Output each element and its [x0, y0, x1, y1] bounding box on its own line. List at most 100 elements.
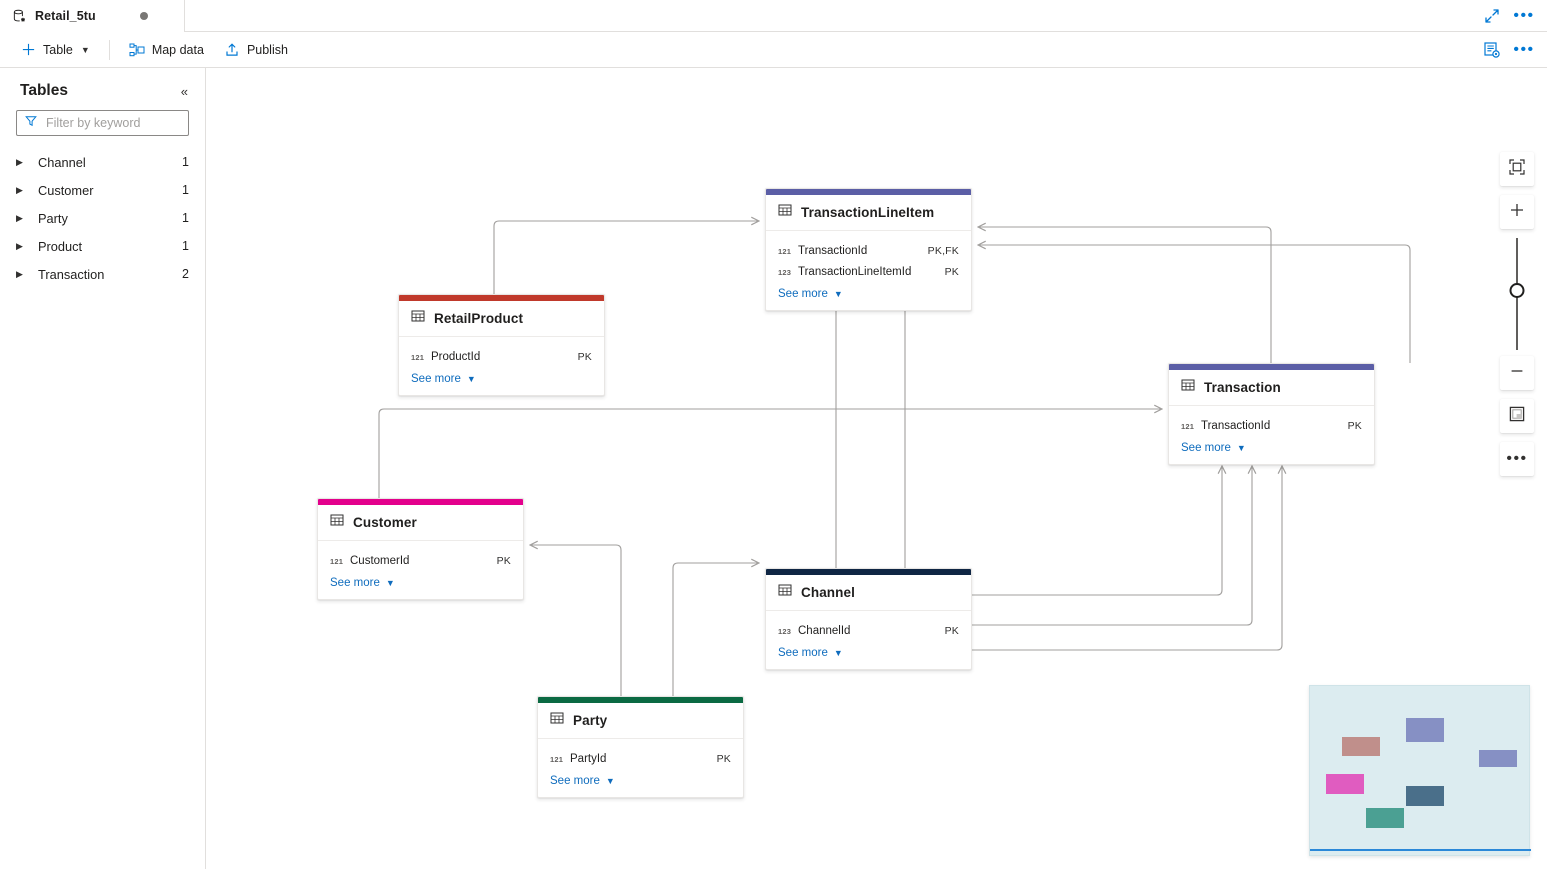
unsaved-indicator-icon	[139, 12, 148, 20]
add-table-button[interactable]: Table ▼	[12, 36, 99, 64]
edge-transaction-tli-2	[978, 245, 1411, 363]
sidebar-item-label: Transaction	[38, 266, 105, 282]
expand-diagonal-icon[interactable]	[1477, 2, 1507, 30]
sidebar-item-count: 1	[182, 155, 189, 169]
chevron-right-icon[interactable]: ▶	[16, 184, 23, 195]
field-key-badge: PK	[944, 624, 959, 637]
map-data-icon	[129, 42, 145, 58]
zoom-slider-thumb[interactable]	[1509, 283, 1525, 298]
plus-icon	[21, 42, 36, 57]
card-title: Transaction	[1204, 380, 1281, 395]
filter-box[interactable]	[16, 110, 189, 136]
card-header[interactable]: Customer	[318, 505, 523, 541]
publish-button[interactable]: Publish	[215, 36, 297, 64]
field-type-icon: 121	[1181, 422, 1195, 431]
zoom-in-button[interactable]	[1500, 195, 1534, 229]
minus-icon	[1508, 362, 1526, 385]
minimap-rect-retailproduct	[1342, 737, 1380, 756]
minimap-viewport[interactable]	[1310, 849, 1531, 851]
chevron-down-icon: ▼	[605, 776, 615, 786]
edge-transaction-tli-1	[978, 227, 1272, 363]
card-accent-bar	[1169, 364, 1374, 370]
see-more-button[interactable]: See more▼	[766, 641, 971, 661]
plus-icon	[1508, 201, 1526, 224]
table-icon	[1181, 378, 1195, 397]
sidebar-title: Tables	[20, 82, 68, 99]
sidebar-item-label: Party	[38, 210, 68, 226]
minimap[interactable]	[1309, 685, 1531, 856]
see-more-button[interactable]: See more▼	[538, 769, 743, 789]
field-type-icon: 121	[778, 247, 792, 256]
card-title: Customer	[353, 515, 417, 530]
map-data-button[interactable]: Map data	[120, 36, 213, 64]
sidebar-item-party[interactable]: ▶ Party 1	[0, 204, 205, 232]
canvas-more-options-button[interactable]: •••	[1500, 442, 1534, 476]
table-card-transactionlineitem[interactable]: TransactionLineItem 121 TransactionId PK,FK…	[765, 188, 972, 311]
zoom-slider[interactable]	[1500, 238, 1534, 350]
chevron-right-icon[interactable]: ▶	[16, 156, 23, 167]
search-input[interactable]	[44, 115, 180, 131]
see-more-button[interactable]: See more▼	[318, 571, 523, 591]
field-name: TransactionId	[1201, 419, 1271, 432]
double-chevron-left-icon[interactable]: «	[180, 83, 188, 99]
card-header[interactable]: TransactionLineItem	[766, 195, 971, 231]
card-header[interactable]: Party	[538, 703, 743, 739]
field-name: TransactionId	[798, 244, 868, 257]
zoom-out-button[interactable]	[1500, 356, 1534, 390]
card-header[interactable]: Channel	[766, 575, 971, 611]
field-key-badge: PK	[496, 554, 511, 567]
see-more-label: See more	[778, 647, 828, 659]
field-type-icon: 121	[330, 557, 344, 566]
see-more-button[interactable]: See more▼	[1169, 436, 1374, 456]
chevron-down-icon: ▼	[385, 578, 395, 588]
edge-retailproduct-transactionlineitem	[493, 221, 759, 294]
properties-pane-icon[interactable]	[1477, 36, 1507, 64]
tables-sidebar: Tables « ▶Channel1▶Customer1▶Party1▶Prod…	[0, 68, 206, 869]
field-name: ChannelId	[798, 624, 851, 637]
card-header[interactable]: RetailProduct	[399, 301, 604, 337]
sidebar-item-count: 1	[182, 211, 189, 225]
toggle-minimap-button[interactable]	[1500, 399, 1534, 433]
fit-to-screen-button[interactable]	[1500, 152, 1534, 186]
see-more-button[interactable]: See more▼	[766, 282, 971, 302]
add-table-label: Table	[43, 42, 73, 57]
card-accent-bar	[399, 295, 604, 301]
field-key-badge: PK,FK	[927, 244, 959, 257]
zoom-toolbar: •••	[1500, 152, 1534, 485]
card-title: RetailProduct	[434, 311, 524, 326]
chevron-right-icon[interactable]: ▶	[16, 212, 23, 223]
see-more-button[interactable]: See more▼	[399, 367, 604, 387]
field-row[interactable]: 121 TransactionId PK,FK	[766, 240, 971, 261]
field-type-icon: 121	[550, 755, 564, 764]
tab-more-options-icon[interactable]: •••	[1513, 6, 1535, 24]
card-header[interactable]: Transaction	[1169, 370, 1374, 406]
fit-to-screen-icon	[1508, 158, 1526, 181]
command-bar-actions: •••	[1477, 36, 1547, 64]
chevron-right-icon[interactable]: ▶	[16, 268, 23, 279]
chevron-right-icon[interactable]: ▶	[16, 240, 23, 251]
command-bar-more-options-icon[interactable]: •••	[1513, 40, 1535, 58]
card-title: Party	[573, 713, 608, 728]
table-icon	[330, 513, 344, 532]
tab-retail-5tu[interactable]: Retail_5tu	[0, 0, 185, 32]
minimap-rect-transactionlineitem	[1406, 718, 1444, 742]
